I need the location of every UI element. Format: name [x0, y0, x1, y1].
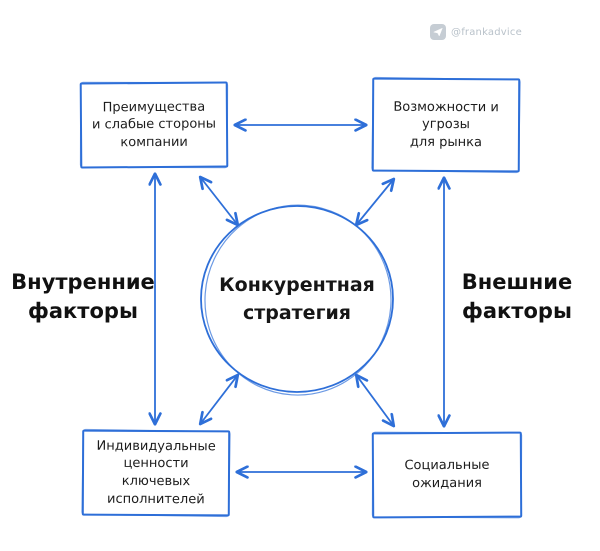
watermark-badge: @frankadvice — [430, 24, 522, 40]
box-executive-values-label: Индивидуальные ценности ключевых исполни… — [96, 438, 216, 507]
telegram-icon — [430, 24, 446, 40]
box-market-opportunities-label: Возможности и угрозы для рынка — [393, 99, 499, 150]
center-strategy-label: Конкурентная стратегия — [219, 274, 375, 324]
box-market-opportunities: Возможности и угрозы для рынка — [371, 77, 521, 173]
arrow-diagonal-top-left — [198, 175, 240, 227]
watermark-handle: @frankadvice — [451, 26, 522, 38]
label-external-factors: Внешние факторы — [461, 270, 573, 324]
arrow-diagonal-bottom-right — [354, 373, 396, 428]
arrow-diagonal-bottom-left — [198, 373, 240, 426]
box-company-strengths-label: Преимущества и слабые стороны компании — [91, 99, 217, 151]
box-social-expectations: Социальные ожидания — [371, 431, 523, 519]
box-executive-values: Индивидуальные ценности ключевых исполни… — [81, 429, 231, 517]
box-social-expectations-label: Социальные ожидания — [404, 458, 490, 492]
box-company-strengths: Преимущества и слабые стороны компании — [79, 81, 229, 169]
arrow-diagonal-top-right — [354, 177, 396, 227]
label-internal-factors: Внутренние факторы — [11, 270, 155, 324]
